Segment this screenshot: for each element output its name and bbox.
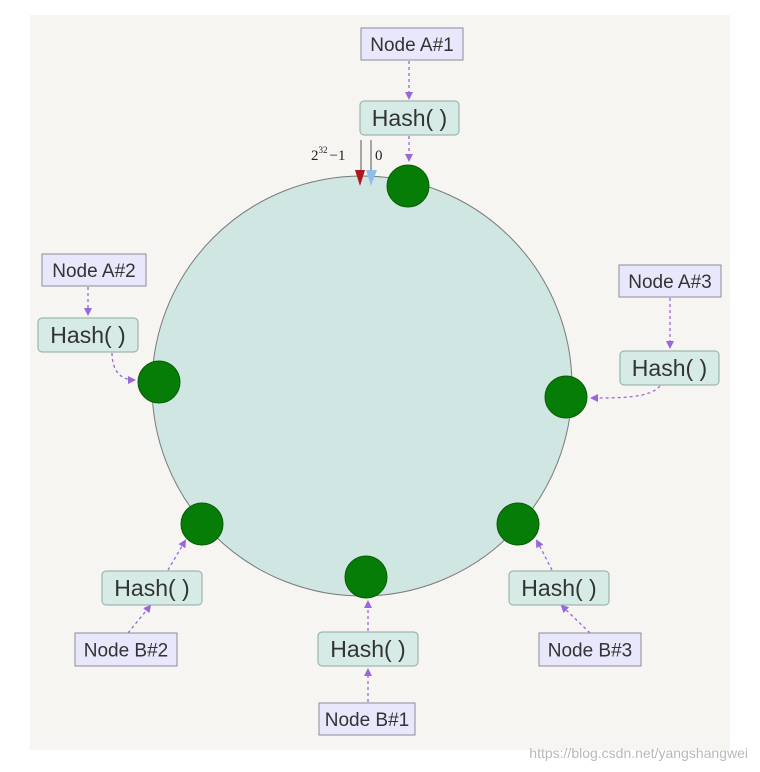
ring-end-label-exp: 32	[319, 145, 328, 155]
hash-box-a2	[37, 317, 139, 353]
hash-box-a1	[359, 100, 460, 136]
triangle-down-blue-icon	[366, 170, 377, 186]
hash-box-b1	[317, 631, 419, 667]
node-label-a3: Node A#3	[628, 272, 711, 293]
node-label-b2: Node B#2	[84, 641, 169, 662]
arrow-node-to-hash-b3	[560, 604, 591, 634]
node-box-b1	[318, 702, 416, 736]
node-label-a1: Node A#1	[370, 35, 453, 56]
arrow-hash-to-ring-a2	[111, 352, 136, 384]
node-point-b3	[496, 502, 540, 546]
node-point-b2	[180, 502, 224, 546]
node-label-b3: Node B#3	[548, 641, 633, 662]
hash-label-b1: Hash( )	[330, 636, 405, 662]
ring-end-label: 232−1	[311, 145, 345, 164]
ring-end-label-base: 2	[311, 148, 319, 164]
node-point-a3	[544, 375, 588, 419]
node-point-a2	[137, 360, 181, 404]
node-group-b1: Node B#1 Hash( )	[317, 555, 419, 736]
node-box-a2	[41, 253, 147, 287]
node-point-b1	[344, 555, 388, 599]
watermark: https://blog.csdn.net/yangshangwei	[529, 745, 748, 761]
node-box-a3	[618, 264, 722, 298]
node-box-a1	[360, 27, 464, 61]
node-box-b3	[538, 632, 642, 667]
arrow-hash-to-ring-a3	[590, 385, 661, 402]
hash-label-b3: Hash( )	[521, 575, 596, 601]
hash-box-a3	[619, 350, 720, 386]
node-group-b2: Node B#2 Hash( )	[74, 502, 224, 667]
node-point-a1	[386, 164, 430, 208]
triangle-down-red-icon	[355, 170, 365, 186]
node-group-b3: Node B#3 Hash( )	[496, 502, 642, 667]
ring-origin-marker: 232−1 0	[311, 140, 383, 186]
hash-label-a3: Hash( )	[632, 355, 707, 381]
hash-box-b3	[508, 570, 610, 606]
node-box-b2	[74, 632, 178, 667]
ring-start-label: 0	[375, 148, 383, 164]
hash-label-a1: Hash( )	[372, 105, 447, 131]
node-label-a2: Node A#2	[52, 261, 135, 282]
hash-label-a2: Hash( )	[50, 322, 125, 348]
node-label-b1: Node B#1	[325, 710, 410, 731]
hash-box-b2	[101, 570, 203, 606]
ring-end-label-rest: −1	[330, 148, 346, 164]
hash-label-b2: Hash( )	[114, 575, 189, 601]
